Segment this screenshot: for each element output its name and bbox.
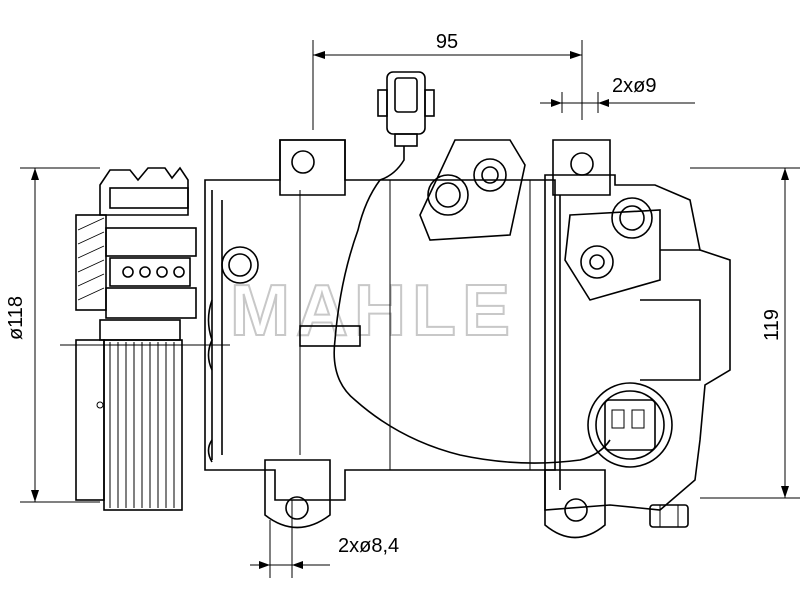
electrical-connector-top	[377, 71, 435, 147]
dimension-bottom-holes-label: 2xø8,4	[338, 535, 399, 557]
dimension-height-label: 119	[761, 309, 783, 341]
dimension-diameter: ø118	[5, 167, 100, 503]
dimension-top-holes: 2xø9	[540, 75, 695, 113]
dimension-95: 95	[312, 31, 583, 130]
wire	[299, 146, 611, 464]
mount-lug-top-left	[279, 139, 346, 196]
mount-lug-top-right	[552, 139, 611, 196]
dimension-95-label: 95	[436, 31, 458, 53]
port-top	[419, 139, 526, 241]
mount-lug-bottom-right	[544, 469, 606, 539]
mount-lug-bottom-left	[264, 459, 331, 529]
fitting-bottom	[649, 504, 689, 528]
bolt-center	[427, 174, 469, 216]
bolt-left	[221, 246, 259, 284]
pulley	[60, 166, 230, 511]
bolt-right	[611, 197, 653, 239]
dimension-bottom-holes: 2xø8,4	[250, 500, 399, 578]
dimension-diameter-label: ø118	[5, 296, 27, 340]
dimension-top-holes-label: 2xø9	[612, 75, 656, 97]
watermark-text: MAHLE	[230, 271, 516, 351]
dimension-height: 119	[690, 167, 800, 499]
electrical-connector-bottom	[587, 382, 673, 468]
mahle-watermark: MAHLE	[229, 270, 516, 352]
port-right	[564, 209, 661, 301]
